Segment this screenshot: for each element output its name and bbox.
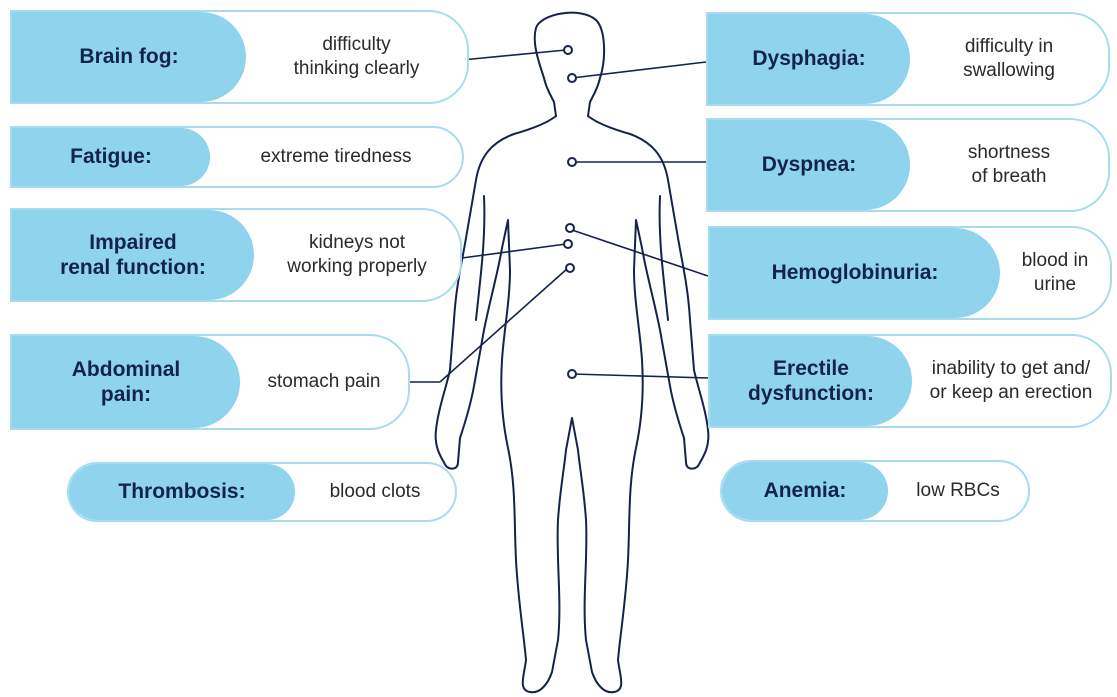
symptom-renal-function: Impaired renal function: kidneys not wor…: [10, 208, 462, 302]
dot-stomach: [566, 264, 574, 272]
dot-chest: [568, 158, 576, 166]
symptom-description: difficulty in swallowing: [910, 14, 1108, 104]
dot-throat: [568, 74, 576, 82]
symptom-term: Fatigue:: [12, 128, 210, 186]
symptom-term: Erectile dysfunction:: [710, 336, 912, 426]
connector-brain-fog: [462, 50, 566, 60]
symptom-thrombosis: Thrombosis: blood clots: [67, 462, 457, 522]
dot-head: [564, 46, 572, 54]
symptom-fatigue: Fatigue: extreme tiredness: [10, 126, 464, 188]
symptom-dysphagia: Dysphagia: difficulty in swallowing: [706, 12, 1110, 106]
symptom-description: inability to get and/ or keep an erectio…: [912, 336, 1110, 426]
dot-kidney-upper: [566, 224, 574, 232]
body-right-arm-inner: [660, 196, 668, 320]
body-head-outline: [436, 13, 709, 693]
dot-pelvis: [568, 370, 576, 378]
connector-abdominal-diag: [440, 268, 568, 382]
symptom-description: shortness of breath: [910, 120, 1108, 210]
symptom-term: Anemia:: [722, 462, 888, 520]
symptom-abdominal-pain: Abdominal pain: stomach pain: [10, 334, 410, 430]
symptom-hemoglobinuria: Hemoglobinuria: blood in urine: [708, 226, 1112, 320]
symptom-term: Dyspnea:: [708, 120, 910, 210]
symptom-brain-fog: Brain fog: difficulty thinking clearly: [10, 10, 469, 104]
symptom-description: extreme tiredness: [210, 128, 462, 186]
symptom-term: Brain fog:: [12, 12, 246, 102]
symptom-term: Abdominal pain:: [12, 336, 240, 428]
symptom-description: difficulty thinking clearly: [246, 12, 467, 102]
connector-renal: [462, 244, 566, 258]
symptom-anemia: Anemia: low RBCs: [720, 460, 1030, 522]
symptom-description: blood clots: [295, 464, 455, 520]
symptom-description: low RBCs: [888, 462, 1028, 520]
connector-dysphagia: [572, 62, 706, 78]
symptom-description: stomach pain: [240, 336, 408, 428]
symptom-erectile-dysfunction: Erectile dysfunction: inability to get a…: [708, 334, 1112, 428]
symptom-term: Dysphagia:: [708, 14, 910, 104]
symptom-description: blood in urine: [1000, 228, 1110, 318]
symptom-dyspnea: Dyspnea: shortness of breath: [706, 118, 1110, 212]
symptom-term: Hemoglobinuria:: [710, 228, 1000, 318]
dot-kidney-lower: [564, 240, 572, 248]
symptom-description: kidneys not working properly: [254, 210, 460, 300]
symptom-term: Impaired renal function:: [12, 210, 254, 300]
symptom-term: Thrombosis:: [69, 464, 295, 520]
body-left-arm-inner: [476, 196, 484, 320]
connector-erectile: [572, 374, 708, 378]
